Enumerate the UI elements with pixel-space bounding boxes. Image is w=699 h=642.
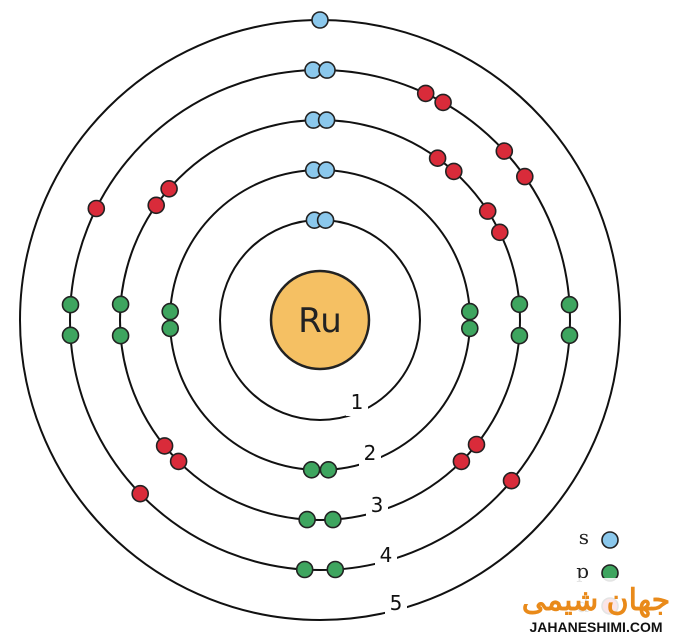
electron-shell4-d-1: [416, 84, 435, 103]
legend-label-p: p: [576, 559, 589, 583]
electron-shell3-p-5: [111, 326, 130, 345]
shell-label-gap-1: [346, 392, 368, 416]
electron-shell4-p-3: [326, 560, 345, 579]
watermark-persian: جهان شیمی: [522, 584, 670, 618]
electron-shell3-d-2: [444, 162, 463, 181]
electron-shell4-p-5: [61, 326, 80, 345]
electron-shell4-d-4: [515, 167, 534, 186]
electron-shell5-s-1: [311, 11, 329, 29]
electron-shell4-d-6: [131, 484, 149, 503]
shell-label-2: 2: [364, 441, 377, 465]
shell-label-4: 4: [380, 543, 393, 567]
legend-label-s: s: [579, 525, 589, 549]
electron-shell3-p-1: [510, 295, 529, 314]
shell-label-3: 3: [371, 493, 384, 517]
electron-shell3-d-3: [467, 435, 486, 454]
nucleus: Ru: [269, 269, 371, 371]
electron-shell3-d-4: [452, 452, 471, 471]
shell-label-gap-3: [366, 495, 388, 519]
legend-dot-s: [601, 531, 619, 549]
electrons: [61, 11, 579, 579]
shell-label-gap-4: [375, 545, 397, 569]
watermark-latin: JAHANESHIMI.COM: [529, 619, 662, 635]
electron-shell4-p-6: [61, 295, 80, 314]
electron-shell2-p-3: [319, 460, 338, 479]
electron-shell4-d-7: [87, 199, 106, 218]
nucleus-circle: [269, 269, 371, 371]
electron-shell2-p-1: [460, 302, 479, 321]
electron-shell3-p-2: [510, 326, 529, 345]
electron-shell3-d-5: [169, 452, 188, 471]
electron-shell2-p-6: [161, 302, 179, 321]
shell-label-1: 1: [351, 390, 364, 414]
element-symbol: Ru: [298, 301, 342, 341]
shell-label-gap-2: [359, 443, 381, 467]
electron-shell4-p-4: [295, 560, 314, 579]
electron-shell2-s-2: [317, 161, 336, 179]
shell-label-5: 5: [390, 591, 403, 615]
electron-shell1-s-2: [316, 211, 335, 229]
electron-shell3-d-1: [428, 149, 447, 167]
electron-shell2-p-5: [161, 319, 179, 338]
electron-shell3-d-8: [160, 180, 178, 198]
electron-shell4-d-2: [434, 93, 452, 112]
shell-label-gap-5: [385, 593, 407, 617]
electron-shell4-d-5: [502, 471, 521, 490]
electron-shell3-p-4: [298, 510, 316, 529]
electron-shell3-d-10: [490, 223, 509, 242]
electron-shell3-d-6: [155, 437, 174, 455]
electron-shell3-d-7: [147, 196, 165, 215]
electron-shell3-p-6: [111, 295, 130, 314]
shell-labels: 1 2 3 4 5: [346, 390, 407, 617]
electron-shell4-d-3: [495, 142, 514, 160]
electron-shell3-s-2: [317, 111, 336, 129]
electron-shell3-p-3: [324, 510, 342, 529]
electron-shell2-p-4: [302, 460, 321, 479]
electron-shell3-d-9: [478, 202, 497, 220]
watermark-logo: جهان شیمی JAHANESHIMI.COM: [516, 578, 676, 640]
electron-shell4-s-2: [318, 61, 336, 79]
electron-shell4-p-2: [560, 326, 579, 345]
electron-shell2-p-2: [460, 319, 479, 338]
electron-shell4-p-1: [560, 295, 579, 314]
